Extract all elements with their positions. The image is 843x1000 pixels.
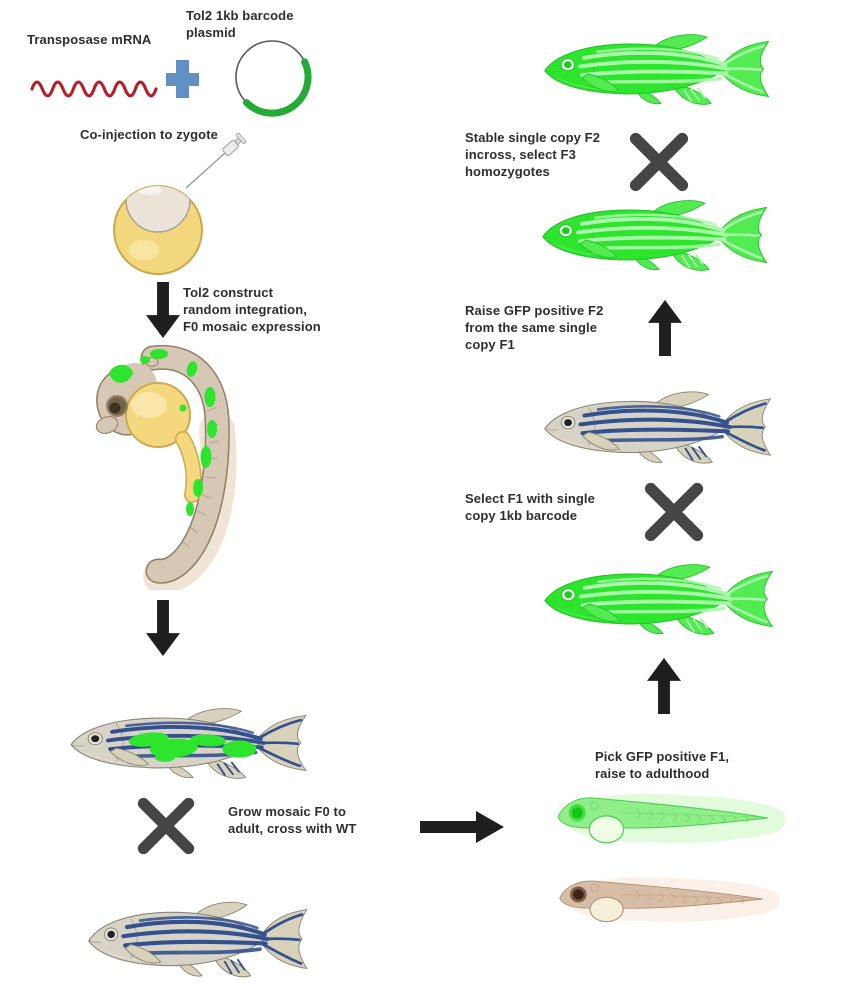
zygote-icon — [113, 185, 203, 275]
cross-icon — [642, 480, 706, 544]
wt-adult-fish-icon — [84, 893, 318, 985]
arrow-up-icon — [647, 652, 681, 720]
integration-label: Tol2 construct random integration, F0 mo… — [183, 285, 321, 334]
arrow-up-icon — [648, 294, 682, 362]
mrna-wave-icon — [30, 80, 158, 98]
transposase-mrna-label: Transposase mRNA — [27, 32, 152, 47]
grow-mosaic-label: Grow mosaic F0 to adult, cross with WT — [228, 804, 357, 836]
syringe-icon — [185, 132, 247, 189]
raise-f2-label: Raise GFP positive F2 from the same sing… — [465, 303, 604, 352]
gfp-f3-fish-icon — [540, 26, 780, 112]
gfp-f2-fish-icon — [538, 192, 778, 278]
plus-icon — [166, 60, 199, 98]
arrow-right-icon — [420, 811, 504, 843]
plasmid-label: Tol2 1kb barcode plasmid — [186, 8, 294, 40]
gfp-mosaic-patches — [109, 349, 217, 516]
cross-icon — [627, 130, 691, 194]
arrow-down-icon — [146, 597, 180, 659]
gfp-negative-larva-icon — [552, 872, 786, 930]
mosaic-f0-adult-fish-icon — [66, 700, 318, 786]
gfp-positive-larva-icon — [550, 788, 792, 852]
plasmid-circle-icon — [235, 40, 312, 117]
select-f1-label: Select F1 with single copy 1kb barcode — [465, 491, 595, 523]
wt-cross-partner-fish-icon — [540, 383, 782, 471]
arrow-down-icon — [146, 281, 180, 339]
pick-gfp-label: Pick GFP positive F1, raise to adulthood — [595, 749, 730, 781]
stable-f2-label: Stable single copy F2 incross, select F3… — [465, 130, 601, 179]
mosaic-embryo-icon — [95, 345, 237, 590]
coinjection-label: Co-injection to zygote — [80, 127, 218, 142]
cross-icon — [134, 795, 198, 857]
gfp-f1-adult-fish-icon — [540, 556, 784, 642]
